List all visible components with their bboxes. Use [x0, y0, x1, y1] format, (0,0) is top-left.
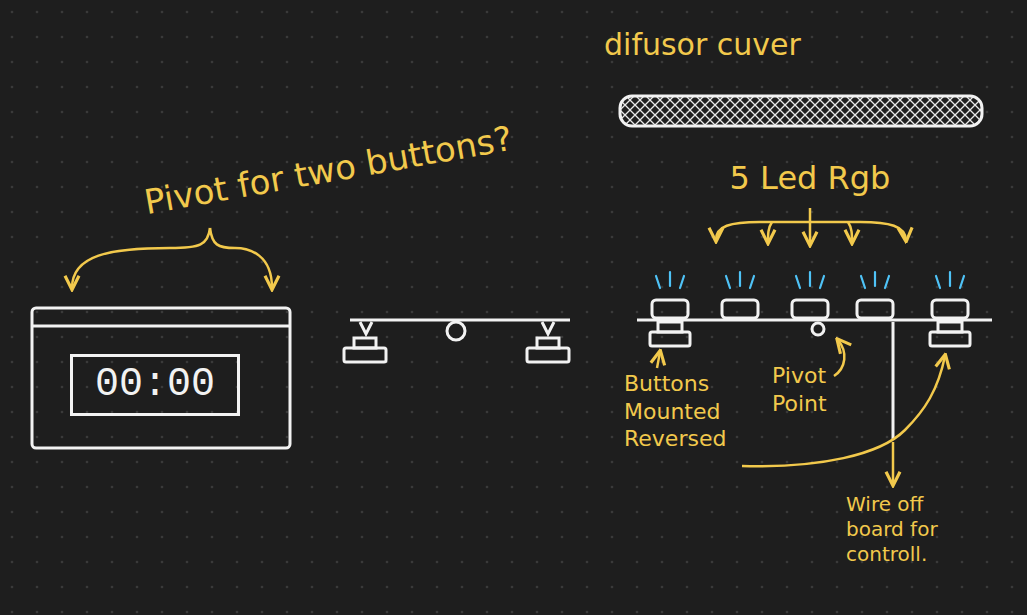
leader-arrow — [834, 340, 844, 376]
led-bracket — [716, 208, 906, 244]
bracket-stem — [809, 208, 812, 222]
leader-arrow — [657, 352, 660, 368]
rays — [796, 272, 824, 288]
rays — [936, 272, 964, 288]
handwritten-note: Pivot Point — [772, 362, 850, 417]
rgb-led — [652, 300, 688, 318]
diffuser-hatch — [620, 96, 982, 126]
timer-housing — [32, 308, 290, 448]
rgb-led — [792, 300, 828, 318]
pivot-bracket — [72, 228, 272, 288]
bracket-arrow — [768, 222, 772, 242]
button-body — [650, 332, 690, 346]
leader-arrow — [742, 356, 945, 466]
rgb-led — [857, 300, 893, 318]
handwritten-note: 5 Led Rgb — [730, 158, 891, 198]
bracket-left — [72, 228, 210, 288]
mount-tab — [360, 322, 372, 334]
rays — [656, 272, 684, 288]
handwritten-note: Wire off board for controll. — [846, 492, 958, 567]
board-line — [350, 319, 570, 322]
diffuser-cover — [620, 96, 982, 126]
wire — [892, 322, 895, 440]
rgb-led — [722, 300, 758, 318]
rays — [861, 272, 889, 288]
leader-arrow — [892, 442, 895, 484]
button-body — [344, 348, 386, 362]
bracket-arrow — [809, 222, 812, 244]
rays — [726, 272, 754, 288]
side-view — [344, 320, 570, 362]
light-rays — [656, 272, 964, 288]
bracket-arrow — [848, 222, 852, 242]
button-body — [527, 348, 569, 362]
bracket-right — [210, 228, 272, 288]
handwritten-note: difusor cuver — [604, 26, 801, 64]
display-window: 00:00 — [70, 354, 240, 416]
timer-digits: 00:00 — [95, 363, 215, 407]
housing-outline — [32, 308, 290, 448]
rgb-led — [932, 300, 968, 318]
pivot-circle — [447, 322, 465, 340]
button-body — [930, 332, 970, 346]
mount-tab — [542, 322, 554, 334]
housing-lid — [32, 325, 290, 328]
diffuser-outline — [620, 96, 982, 126]
pivot-circle — [812, 323, 824, 335]
handwritten-note: Buttons Mounted Reversed — [624, 370, 736, 453]
